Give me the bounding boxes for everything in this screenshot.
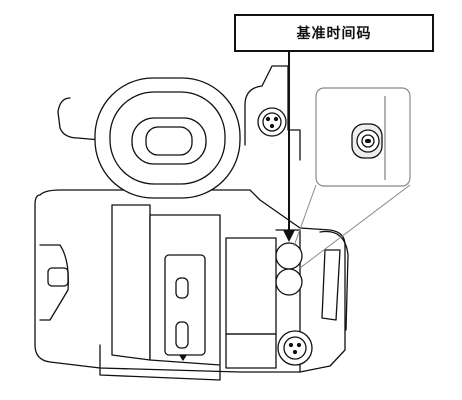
detail-inset	[293, 87, 411, 269]
callout-arrow	[283, 52, 295, 242]
camcorder-body	[34, 65, 349, 381]
callout-label: 基准时间码	[296, 26, 372, 42]
tc-bnc-connector-icon	[351, 123, 383, 159]
callout-label-box: 基准时间码	[234, 14, 434, 52]
